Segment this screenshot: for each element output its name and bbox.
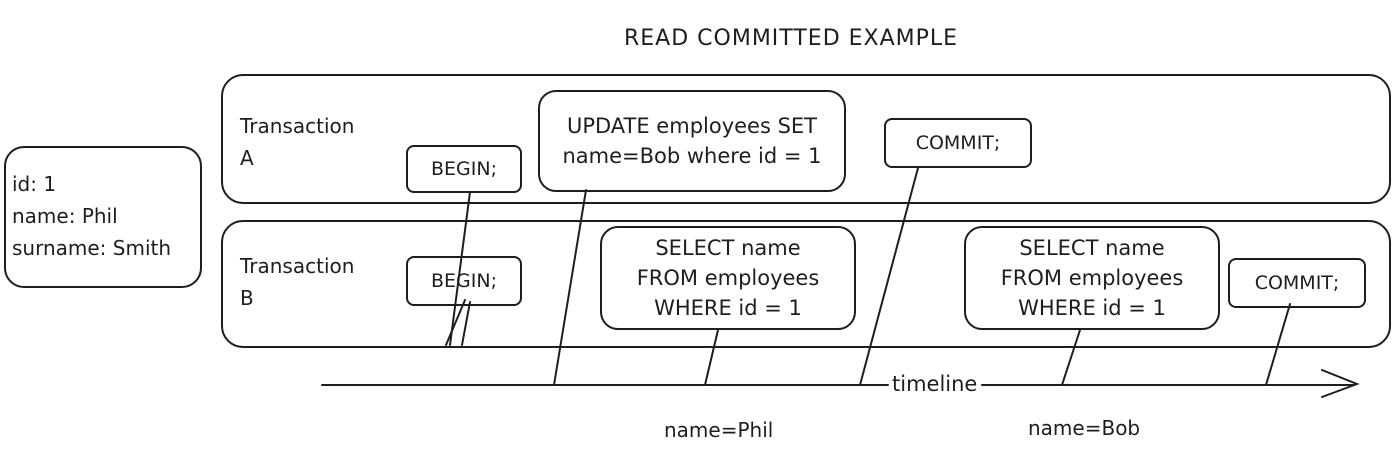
connector-a-update — [553, 189, 587, 386]
transaction-a-update: UPDATE employees SET name=Bob where id =… — [538, 90, 846, 192]
select-2-line-1: SELECT name — [1019, 236, 1165, 260]
transaction-b-commit: COMMIT; — [1228, 258, 1366, 308]
transaction-b-lane — [221, 220, 1391, 348]
timeline-label: timeline — [892, 372, 978, 396]
update-line-2: name=Bob where id = 1 — [562, 144, 822, 168]
update-line-1: UPDATE employees SET — [566, 114, 818, 138]
select-1-line-3: WHERE id = 1 — [654, 296, 802, 320]
connector-b-begin-1 — [445, 299, 466, 346]
connector-b-begin-2 — [461, 301, 471, 346]
select-1-line-2: FROM employees — [636, 266, 820, 290]
select-1-line-1: SELECT name — [655, 236, 801, 260]
transaction-a-commit: COMMIT; — [884, 118, 1032, 168]
transaction-b-label: Transaction — [240, 254, 355, 278]
transaction-a-letter: A — [240, 146, 254, 170]
transaction-a-label: Transaction — [240, 114, 355, 138]
timeline-arrowhead — [1321, 369, 1360, 398]
transaction-b-select-1: SELECT name FROM employees WHERE id = 1 — [600, 226, 856, 330]
transaction-b-select-2: SELECT name FROM employees WHERE id = 1 — [964, 226, 1220, 330]
record-id: id: 1 — [12, 172, 57, 196]
connector-b-select-1 — [704, 329, 719, 386]
connector-b-commit — [1265, 303, 1291, 386]
connector-a-commit — [859, 167, 919, 386]
select-2-line-3: WHERE id = 1 — [1018, 296, 1166, 320]
transaction-a-begin: BEGIN; — [406, 145, 522, 193]
result-first-select: name=Phil — [664, 418, 774, 442]
diagram-title: READ COMMITTED EXAMPLE — [624, 26, 959, 51]
connector-a-begin — [449, 191, 471, 346]
transaction-b-letter: B — [240, 286, 254, 310]
select-2-line-2: FROM employees — [1000, 266, 1184, 290]
record-surname: surname: Smith — [12, 236, 172, 260]
transaction-b-begin: BEGIN; — [406, 256, 522, 306]
record-name: name: Phil — [12, 204, 118, 228]
record-box: id: 1 name: Phil surname: Smith — [4, 146, 202, 288]
transaction-a-lane — [221, 74, 1391, 204]
result-second-select: name=Bob — [1028, 416, 1141, 440]
connector-b-select-2 — [1061, 329, 1081, 386]
